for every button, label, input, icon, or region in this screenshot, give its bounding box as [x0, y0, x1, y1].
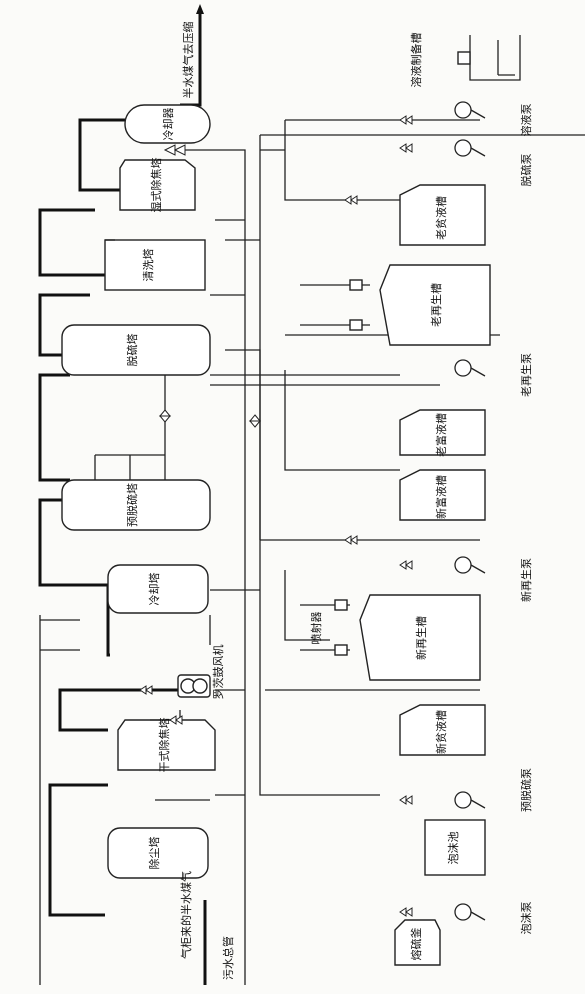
- old-rich-tank: [399, 409, 486, 456]
- wash-tower: [104, 239, 206, 291]
- dry-decoke-tower: [117, 719, 216, 771]
- old-regen-tank: [379, 264, 491, 346]
- label-new-regen-tank: 新再生槽: [414, 616, 428, 660]
- label-sulfur-melter: 熔硫釜: [409, 928, 423, 961]
- label-wash-tower: 清洗塔: [142, 249, 155, 282]
- solution-header: [210, 119, 585, 796]
- bypass-line: [39, 615, 80, 985]
- label-dry-decoke: 干式除焦塔: [157, 718, 171, 773]
- label-cooler: 冷却器: [162, 108, 175, 141]
- label-old-regen-pump: 老再生泵: [519, 353, 533, 397]
- gas-out-arrow: [196, 4, 204, 14]
- sulfur-melter: [394, 919, 441, 966]
- sewage-main-line: [170, 149, 246, 985]
- label-pre-desulf-tower: 预脱硫塔: [125, 483, 139, 527]
- label-sewage-main: 污水总管: [221, 936, 235, 980]
- label-new-regen-pump: 新再生泵: [519, 558, 533, 602]
- vessel-labels: 冷却器 湿式除焦塔 清洗塔 脱硫塔 预脱硫塔 冷却塔 干式除焦塔 除尘塔 老贫液…: [125, 108, 460, 961]
- label-pre-desulf-pump: 预脱硫泵: [519, 768, 533, 812]
- label-ejector: 喷射器: [309, 612, 323, 645]
- label-desulf-tower: 脱硫塔: [125, 334, 139, 367]
- wet-decoke-tower: [119, 159, 196, 211]
- label-foam-pump: 泡沫泵: [519, 902, 533, 935]
- label-roots-blower: 罗茨鼓风机: [211, 645, 225, 700]
- desulf-tower: [61, 324, 211, 376]
- label-new-lean-tank: 新贫液槽: [434, 710, 448, 754]
- label-gas-in: 气柜来的半水煤气: [179, 871, 193, 959]
- label-wet-decoke: 湿式除焦塔: [149, 158, 163, 213]
- label-gas-out: 半水煤气去压缩: [181, 22, 195, 99]
- label-dissolve-pump: 溶液泵: [519, 104, 533, 137]
- ejector-nozzles: [300, 279, 370, 656]
- label-solution-prep: 溶液制备槽: [409, 33, 423, 88]
- label-old-regen-tank: 老再生槽: [429, 283, 443, 327]
- label-new-rich-tank: 新富液槽: [434, 475, 448, 519]
- solution-prep-tank: [457, 35, 521, 81]
- label-dust-tower: 除尘塔: [147, 837, 161, 870]
- new-rich-tank: [399, 469, 486, 521]
- dust-tower: [107, 827, 209, 879]
- label-foam-pool: 泡沫池: [446, 832, 460, 865]
- pre-desulf-tower: [61, 479, 211, 531]
- label-desulf-pump: 脱硫泵: [519, 154, 533, 187]
- old-lean-tank: [399, 184, 486, 246]
- cooling-tower: [107, 564, 209, 614]
- label-cooling-tower: 冷却塔: [148, 573, 161, 606]
- roots-blower: [177, 674, 211, 698]
- equipment-labels: 半水煤气去压缩 溶液制备槽 溶液泵 脱硫泵 老再生泵 新再生泵 预脱硫泵 泡沫泵…: [179, 22, 533, 981]
- label-old-rich-tank: 老富液槽: [434, 413, 448, 457]
- new-lean-tank: [399, 704, 486, 756]
- pumps: [454, 101, 486, 921]
- cooler-vessel: [124, 104, 211, 144]
- valves: [139, 115, 413, 917]
- foam-pool: [424, 819, 486, 876]
- new-regen-tank: [359, 594, 481, 681]
- label-old-lean-tank: 老贫液槽: [434, 196, 448, 240]
